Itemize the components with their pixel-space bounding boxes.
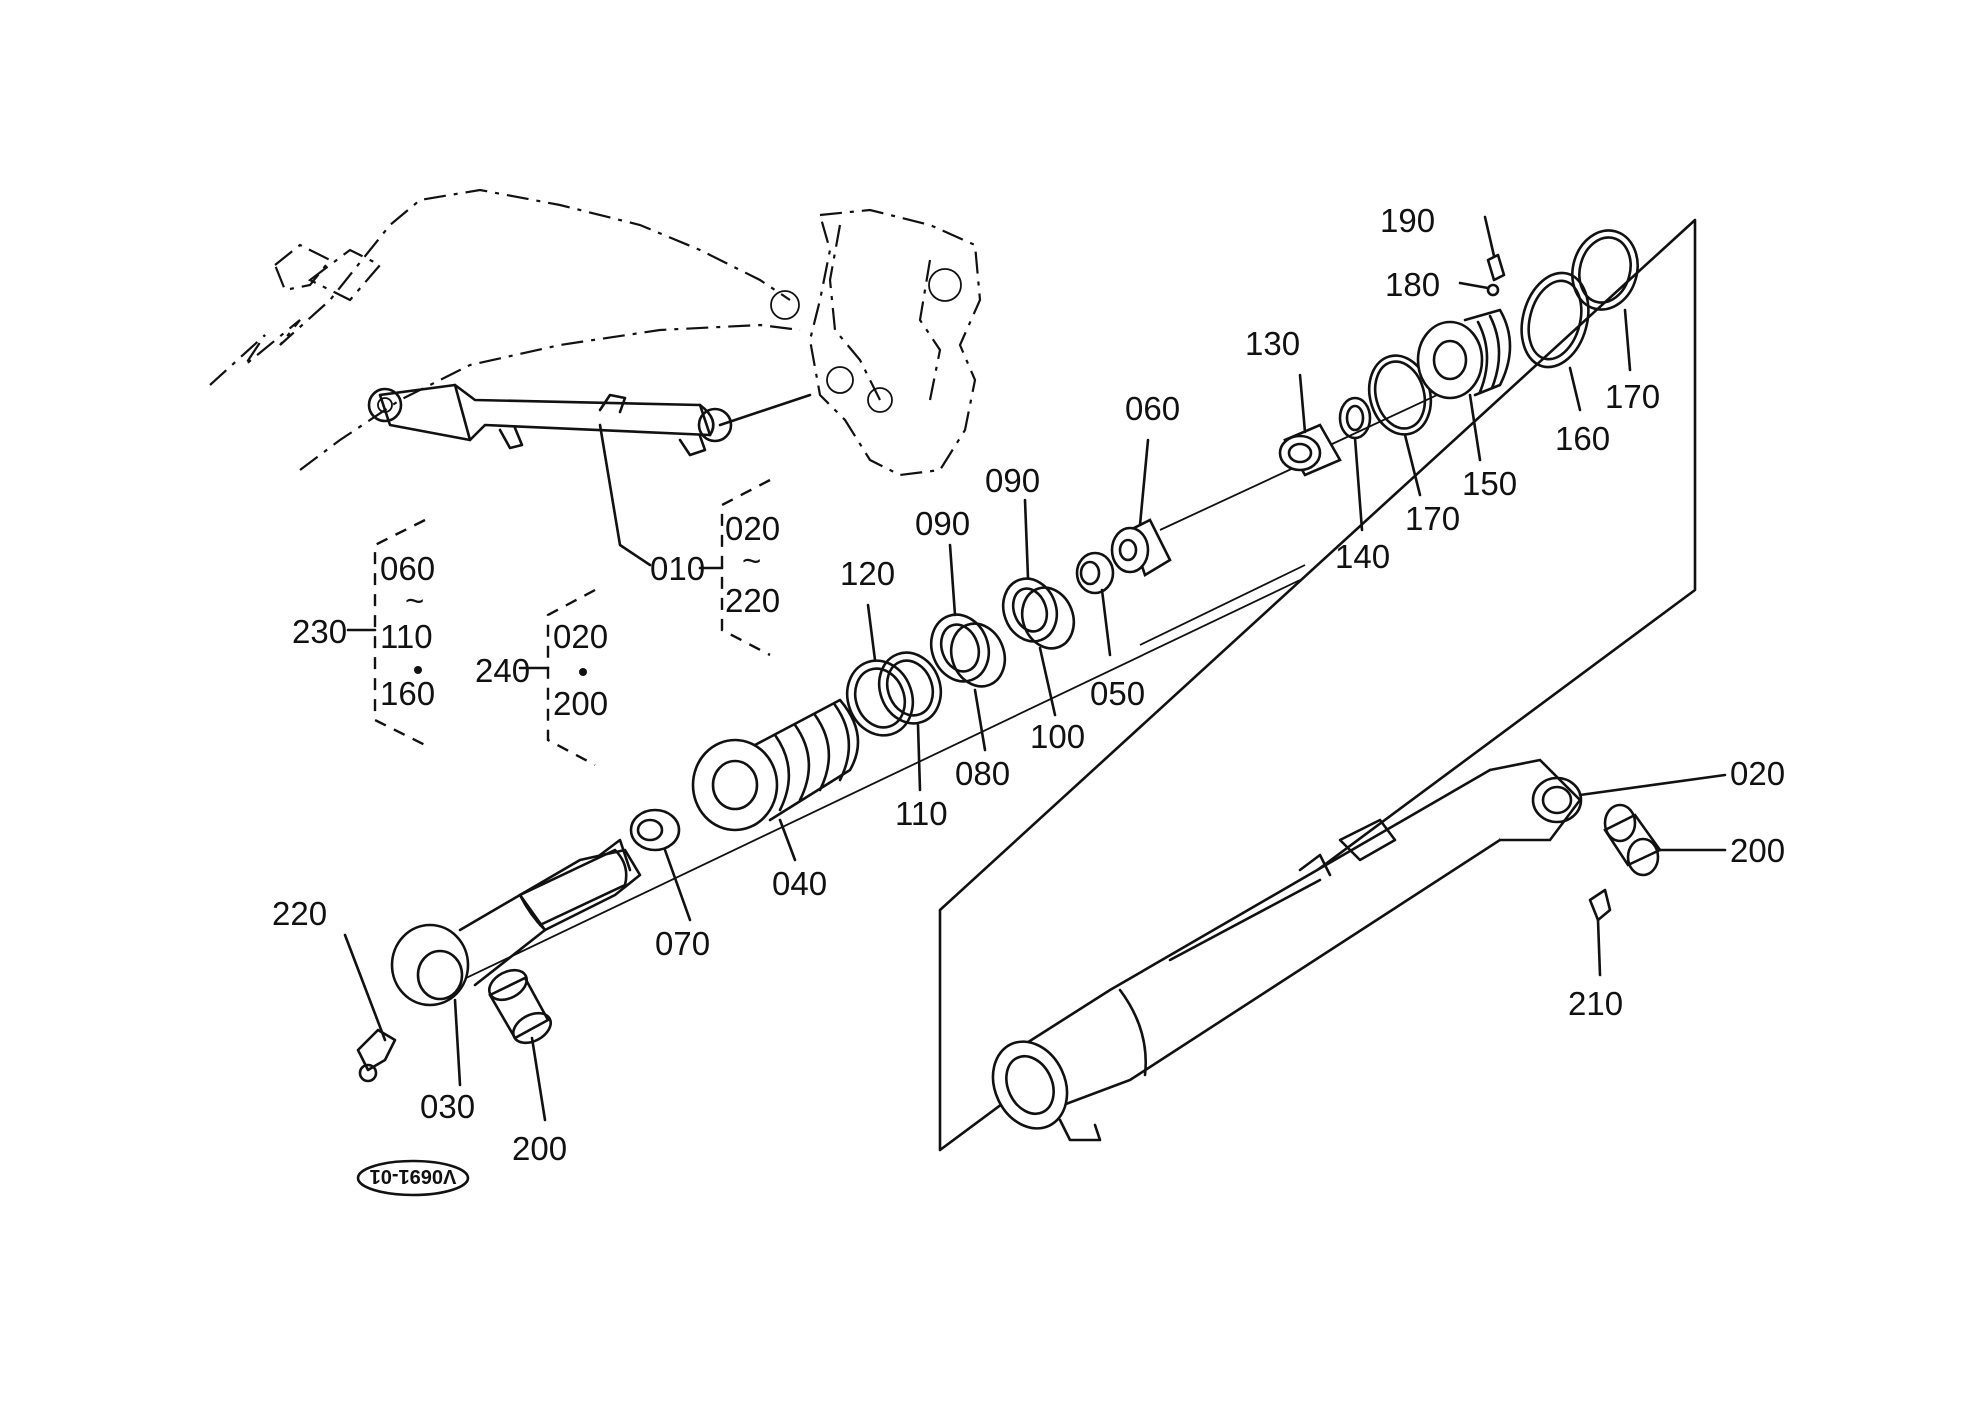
seal-ring-120 — [845, 659, 915, 737]
label-tilde-230: ~ — [405, 582, 424, 619]
ring-050 — [1075, 551, 1115, 595]
label-230: 230 — [292, 613, 347, 650]
label-200-group240: 200 — [553, 685, 608, 722]
label-120: 120 — [840, 555, 895, 592]
ring-090-080 — [929, 613, 1007, 688]
rod-end-030 — [390, 838, 642, 1007]
seal-ring-110 — [877, 651, 943, 725]
label-220: 220 — [272, 895, 327, 932]
label-170-inner: 170 — [1405, 500, 1460, 537]
label-030: 030 — [420, 1088, 475, 1125]
bushing-130 — [1278, 423, 1342, 477]
leader-lines — [343, 215, 1727, 1122]
label-140: 140 — [1335, 538, 1390, 575]
label-160-group230: 160 — [380, 675, 435, 712]
label-050: 050 — [1090, 675, 1145, 712]
label-020-group010: 020 — [725, 510, 780, 547]
label-010: 010 — [650, 550, 705, 587]
group-010-bracket — [698, 478, 771, 657]
label-tilde-010: ~ — [742, 542, 761, 579]
label-020-group240: 020 — [553, 618, 608, 655]
label-180: 180 — [1385, 266, 1440, 303]
group-230-bracket — [346, 518, 426, 747]
label-150: 150 — [1462, 465, 1517, 502]
label-020: 020 — [1730, 755, 1785, 792]
label-090-right: 090 — [985, 462, 1040, 499]
label-040: 040 — [772, 865, 827, 902]
label-110-group230: 110 — [380, 618, 433, 655]
label-100: 100 — [1030, 718, 1085, 755]
grease-nipple-220 — [356, 1028, 397, 1083]
group-240-bracket — [518, 588, 596, 767]
ring-090-100 — [1001, 577, 1076, 650]
ball-180 — [1486, 283, 1500, 297]
grease-nipple-210 — [1588, 888, 1612, 922]
gland-150 — [1416, 308, 1512, 400]
label-070: 070 — [655, 925, 710, 962]
part-labels: 010 020 ~ 220 230 060 ~ 110 160 240 020 … — [272, 202, 1785, 1167]
ring-170-outer — [1571, 229, 1639, 311]
label-170-outer: 170 — [1605, 378, 1660, 415]
label-060-group230: 060 — [380, 550, 435, 587]
screw-190 — [1486, 253, 1506, 282]
cylinder-tube-020 — [938, 218, 1697, 1152]
label-090-left: 090 — [915, 505, 970, 542]
label-210: 210 — [1568, 985, 1623, 1022]
bushing-060 — [1110, 518, 1172, 577]
bushing-200-left — [488, 968, 552, 1045]
label-190: 190 — [1380, 202, 1435, 239]
bushing-200-right — [1603, 803, 1662, 877]
label-200-right: 200 — [1730, 832, 1785, 869]
piston-rod — [518, 848, 628, 927]
ring-140 — [1338, 396, 1372, 440]
label-200-left: 200 — [512, 1130, 567, 1167]
stamp-text: V0691-01 — [370, 1165, 457, 1187]
label-130: 130 — [1245, 325, 1300, 362]
nut-070 — [629, 808, 681, 852]
label-060: 060 — [1125, 390, 1180, 427]
assembly-axis — [419, 564, 1306, 1001]
label-080: 080 — [955, 755, 1010, 792]
label-160: 160 — [1555, 420, 1610, 457]
overview-sketch — [209, 188, 982, 567]
piston-040 — [691, 698, 860, 832]
label-110: 110 — [895, 795, 948, 832]
label-240: 240 — [475, 652, 530, 689]
drawing-stamp: V0691-01 — [356, 1159, 470, 1197]
label-220-group010: 220 — [725, 582, 780, 619]
